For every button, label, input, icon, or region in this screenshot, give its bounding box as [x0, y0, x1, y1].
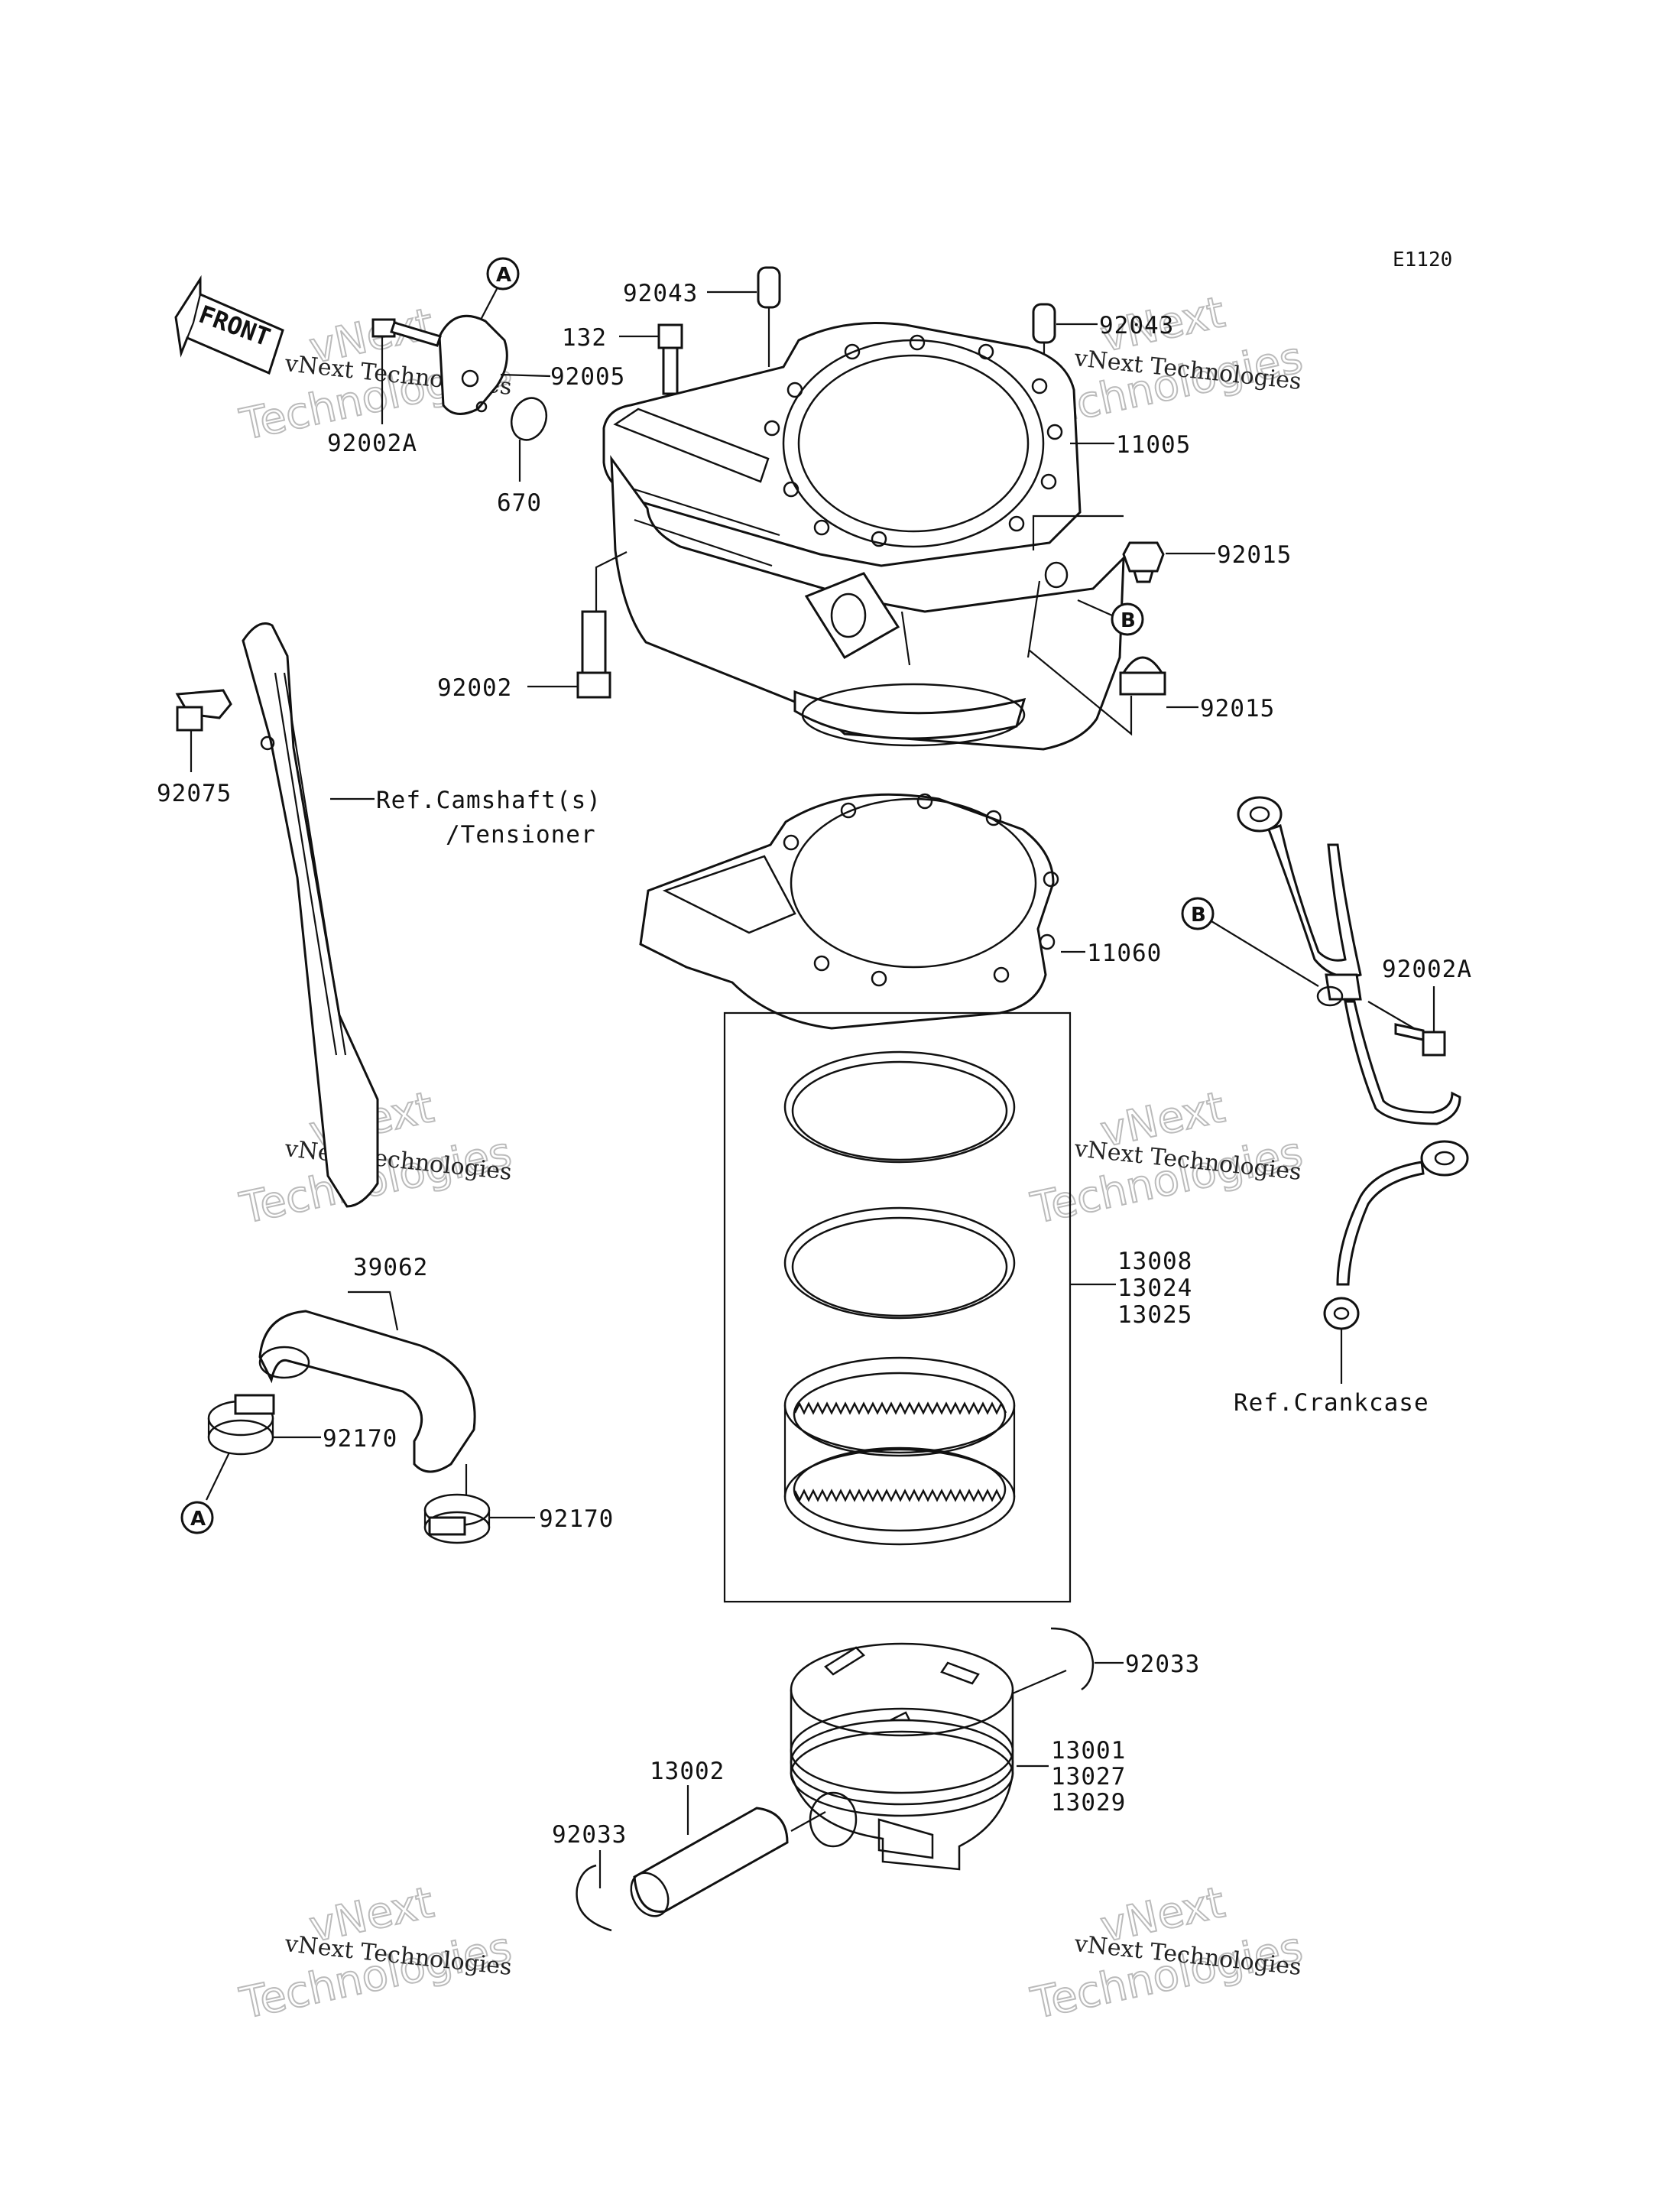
part-92043-dowel-left[interactable] [707, 266, 781, 367]
label-92075: 92075 [157, 780, 232, 807]
piston-ring-set-box [723, 1011, 1116, 1603]
part-132-bolt[interactable] [619, 323, 683, 436]
label-92033-right: 92033 [1125, 1651, 1200, 1678]
callout-b-pipe-label: B [1191, 904, 1206, 927]
label-11005: 11005 [1116, 431, 1191, 459]
label-92170-top: 92170 [323, 1425, 397, 1453]
watermark-mid-right: vNext Technologies vNext Technologies [1026, 1082, 1307, 1235]
label-ref-camshaft: Ref.Camshaft(s) [376, 787, 602, 814]
part-13002-piston-pin[interactable] [624, 1785, 826, 1923]
label-13025: 13025 [1117, 1301, 1192, 1329]
label-13027: 13027 [1051, 1763, 1126, 1791]
part-92015-nut-top[interactable] [1032, 515, 1215, 583]
watermark-bottom-right: vNext Technologies vNext Technologies [1026, 1877, 1307, 2030]
part-39062-hose[interactable] [258, 1291, 476, 1473]
watermark-bottom-left: vNext Technologies vNext Technologies [235, 1877, 516, 2030]
part-92002A-bolt-left[interactable] [371, 318, 442, 424]
front-arrow-icon: FRONT [174, 274, 284, 375]
part-11005-cylinder[interactable] [602, 322, 1125, 751]
callout-a-bottom: A [180, 1501, 214, 1534]
label-92002A-right: 92002A [1382, 956, 1472, 983]
part-piston[interactable] [790, 1642, 1049, 1871]
part-oil-pipe[interactable] [1211, 796, 1469, 1384]
callout-b-pipe: B [1181, 897, 1215, 930]
label-92043-left: 92043 [623, 280, 698, 307]
part-second-ring[interactable] [783, 1206, 1016, 1320]
label-13024: 13024 [1117, 1274, 1192, 1302]
label-ref-tensioner: /Tensioner [446, 821, 596, 849]
part-92002-bolt[interactable] [527, 551, 628, 699]
label-39062: 39062 [353, 1254, 428, 1281]
label-670: 670 [497, 489, 542, 517]
part-chain-guide[interactable] [242, 622, 379, 1208]
part-670-oring[interactable] [506, 393, 552, 482]
part-92033-circlip-right[interactable] [1012, 1627, 1124, 1695]
part-92170-clamp-top[interactable] [206, 1394, 321, 1501]
part-oil-ring-set[interactable] [783, 1356, 1016, 1546]
part-92005-housing[interactable] [438, 314, 551, 415]
cylinder-oil-port [1044, 561, 1069, 589]
part-92075-clip[interactable] [175, 689, 232, 772]
callout-b-label: B [1121, 609, 1136, 632]
label-11060: 11060 [1087, 940, 1162, 967]
part-11060-gasket[interactable] [639, 793, 1085, 1030]
label-92005: 92005 [550, 363, 625, 391]
label-92033-left: 92033 [552, 1821, 627, 1849]
callout-a-bottom-label: A [190, 1508, 206, 1531]
label-92002: 92002 [437, 674, 512, 702]
callout-a-top: A [479, 257, 520, 322]
label-92015-bottom: 92015 [1200, 695, 1275, 722]
label-92170-bottom: 92170 [539, 1505, 614, 1533]
part-92015-nut-bottom[interactable] [1028, 649, 1198, 736]
label-92002A-left: 92002A [327, 430, 417, 457]
callout-b-cylinder: B [1077, 599, 1144, 636]
label-13002: 13002 [650, 1758, 725, 1785]
label-13008: 13008 [1117, 1248, 1192, 1275]
label-92015-top: 92015 [1217, 541, 1292, 569]
part-92033-circlip-left[interactable] [576, 1850, 612, 1932]
label-13001: 13001 [1051, 1737, 1126, 1765]
diagram-code: E1120 [1393, 248, 1452, 271]
callout-a-label: A [496, 264, 511, 287]
label-132: 132 [562, 324, 607, 352]
label-ref-crankcase: Ref.Crankcase [1234, 1389, 1429, 1417]
part-92002A-bolt-right[interactable] [1367, 986, 1446, 1057]
part-top-ring[interactable] [783, 1050, 1016, 1164]
label-92043-right: 92043 [1099, 312, 1174, 339]
label-13029: 13029 [1051, 1789, 1126, 1817]
part-92170-clamp-bottom[interactable] [423, 1464, 535, 1544]
